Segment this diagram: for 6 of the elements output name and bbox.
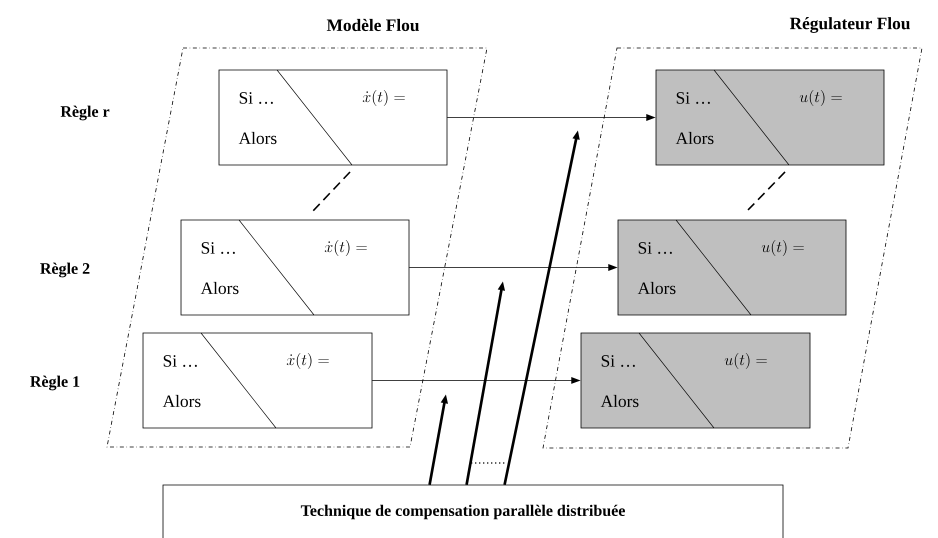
group-heading: Régulateur Flou bbox=[790, 17, 910, 33]
group-heading: Modèle Flou bbox=[326, 18, 420, 32]
rule-label: Règle 1 bbox=[30, 376, 80, 390]
rule-label: Règle 2 bbox=[40, 262, 90, 278]
rule-label: Règle r bbox=[60, 106, 110, 120]
technique-box: Technique de compensation parallèle distribuée bbox=[162, 484, 784, 538]
